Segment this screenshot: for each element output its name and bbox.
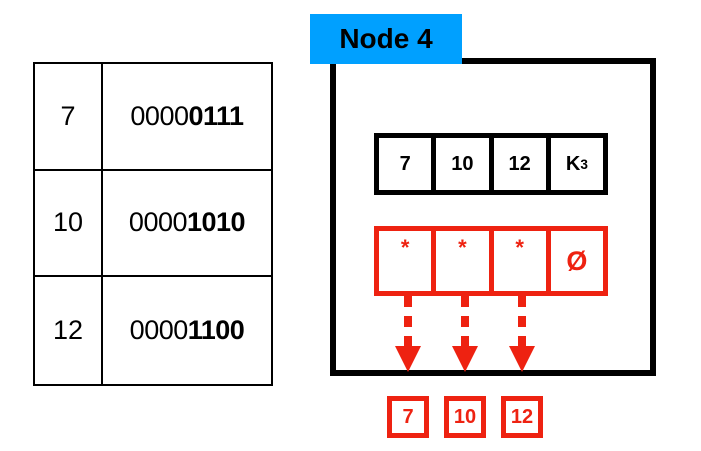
key-cell-label: K (565, 152, 581, 175)
pointer-array: * * * Ø (374, 226, 608, 296)
decimal-value: 12 (35, 277, 103, 384)
key-cell-label: 10 (451, 152, 474, 175)
key-cell: 12 (493, 138, 551, 190)
decimal-value: 10 (35, 170, 103, 276)
pointer-cell: * (493, 231, 551, 291)
key-cell-label: 12 (508, 152, 531, 175)
arrow-stem (461, 296, 469, 348)
arrow-stem (518, 296, 526, 348)
binary-suffix: 1100 (187, 315, 245, 346)
leaf-value-label: 10 (453, 405, 477, 428)
leaf-value-box: 12 (501, 396, 543, 438)
key-cell: 10 (436, 138, 494, 190)
leaf-value-box: 10 (444, 396, 486, 438)
binary-prefix: 0000 (129, 315, 189, 346)
key-cell-label: 7 (399, 152, 411, 175)
decimal-value: 7 (35, 64, 103, 169)
pointer-cell-label: * (515, 235, 524, 260)
binary-prefix: 0000 (128, 207, 188, 238)
pointer-cell-label: * (458, 235, 467, 260)
binary-suffix: 1010 (187, 207, 246, 238)
node-container (330, 58, 656, 376)
binary-suffix: 0111 (188, 100, 244, 131)
key-cell-subscript: 3 (580, 156, 588, 172)
arrow-head-icon (395, 346, 421, 372)
arrow-head-icon (452, 346, 478, 372)
pointer-cell-null: Ø (550, 231, 603, 291)
node-label: Node 4 (310, 14, 462, 64)
pointer-cell-label: * (400, 235, 410, 260)
arrow-stem (404, 296, 412, 348)
key-cell: 7 (379, 138, 437, 190)
pointer-cell: * (436, 231, 494, 291)
leaf-value-label: 12 (510, 405, 534, 428)
binary-prefix: 0000 (130, 100, 189, 131)
pointer-cell: * (379, 231, 437, 291)
arrow-head-icon (509, 346, 535, 372)
leaf-value-label: 7 (402, 405, 414, 428)
leaf-value-box: 7 (387, 396, 429, 438)
null-pointer-symbol: Ø (566, 245, 588, 276)
